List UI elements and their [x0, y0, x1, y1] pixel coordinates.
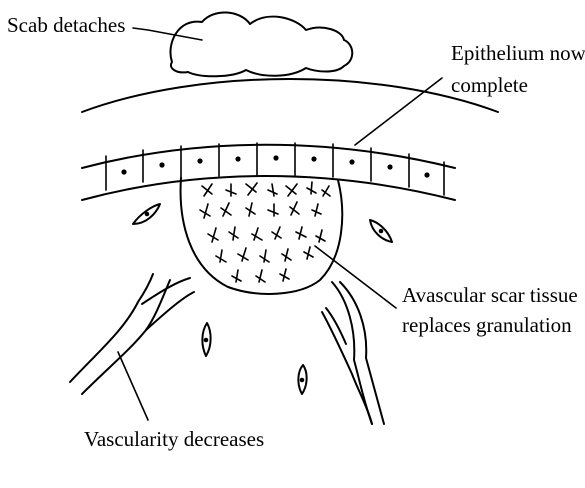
collagen-fibres	[200, 182, 330, 282]
epithelium-top-arc	[82, 145, 455, 168]
scab-label: Scab detaches	[7, 13, 125, 37]
scar-label-line2: replaces granulation	[402, 313, 572, 337]
fibroblast-nucleus	[379, 229, 384, 234]
fibroblast-nucleus	[145, 212, 150, 217]
epithelium-bottom-arc	[82, 176, 455, 200]
vascularity-label: Vascularity decreases	[84, 427, 264, 451]
cell-nucleus	[424, 172, 429, 177]
scar-leader-line	[315, 246, 396, 308]
cell-nucleus	[311, 156, 316, 161]
cell-nucleus	[387, 164, 392, 169]
vascularity-leader-line	[118, 352, 148, 420]
cell-nucleus	[121, 169, 126, 174]
epithelium-label-line2: complete	[451, 73, 528, 97]
fibroblast-nucleus	[300, 378, 305, 383]
cell-nucleus	[197, 158, 202, 163]
scab-shape	[170, 12, 352, 76]
cell-nucleus	[235, 156, 240, 161]
cell-nucleus	[159, 162, 164, 167]
cell-nucleus	[349, 159, 354, 164]
epithelium-label-line1: Epithelium now	[451, 41, 585, 65]
scar-label-line1: Avascular scar tissue	[402, 283, 578, 307]
left-blood-vessel	[70, 274, 194, 394]
scab-leader-line	[133, 28, 202, 40]
right-blood-vessel	[322, 282, 384, 424]
cell-nucleus	[273, 155, 278, 160]
fibroblast-nucleus	[204, 338, 209, 343]
skin-surface-arc	[82, 79, 498, 112]
